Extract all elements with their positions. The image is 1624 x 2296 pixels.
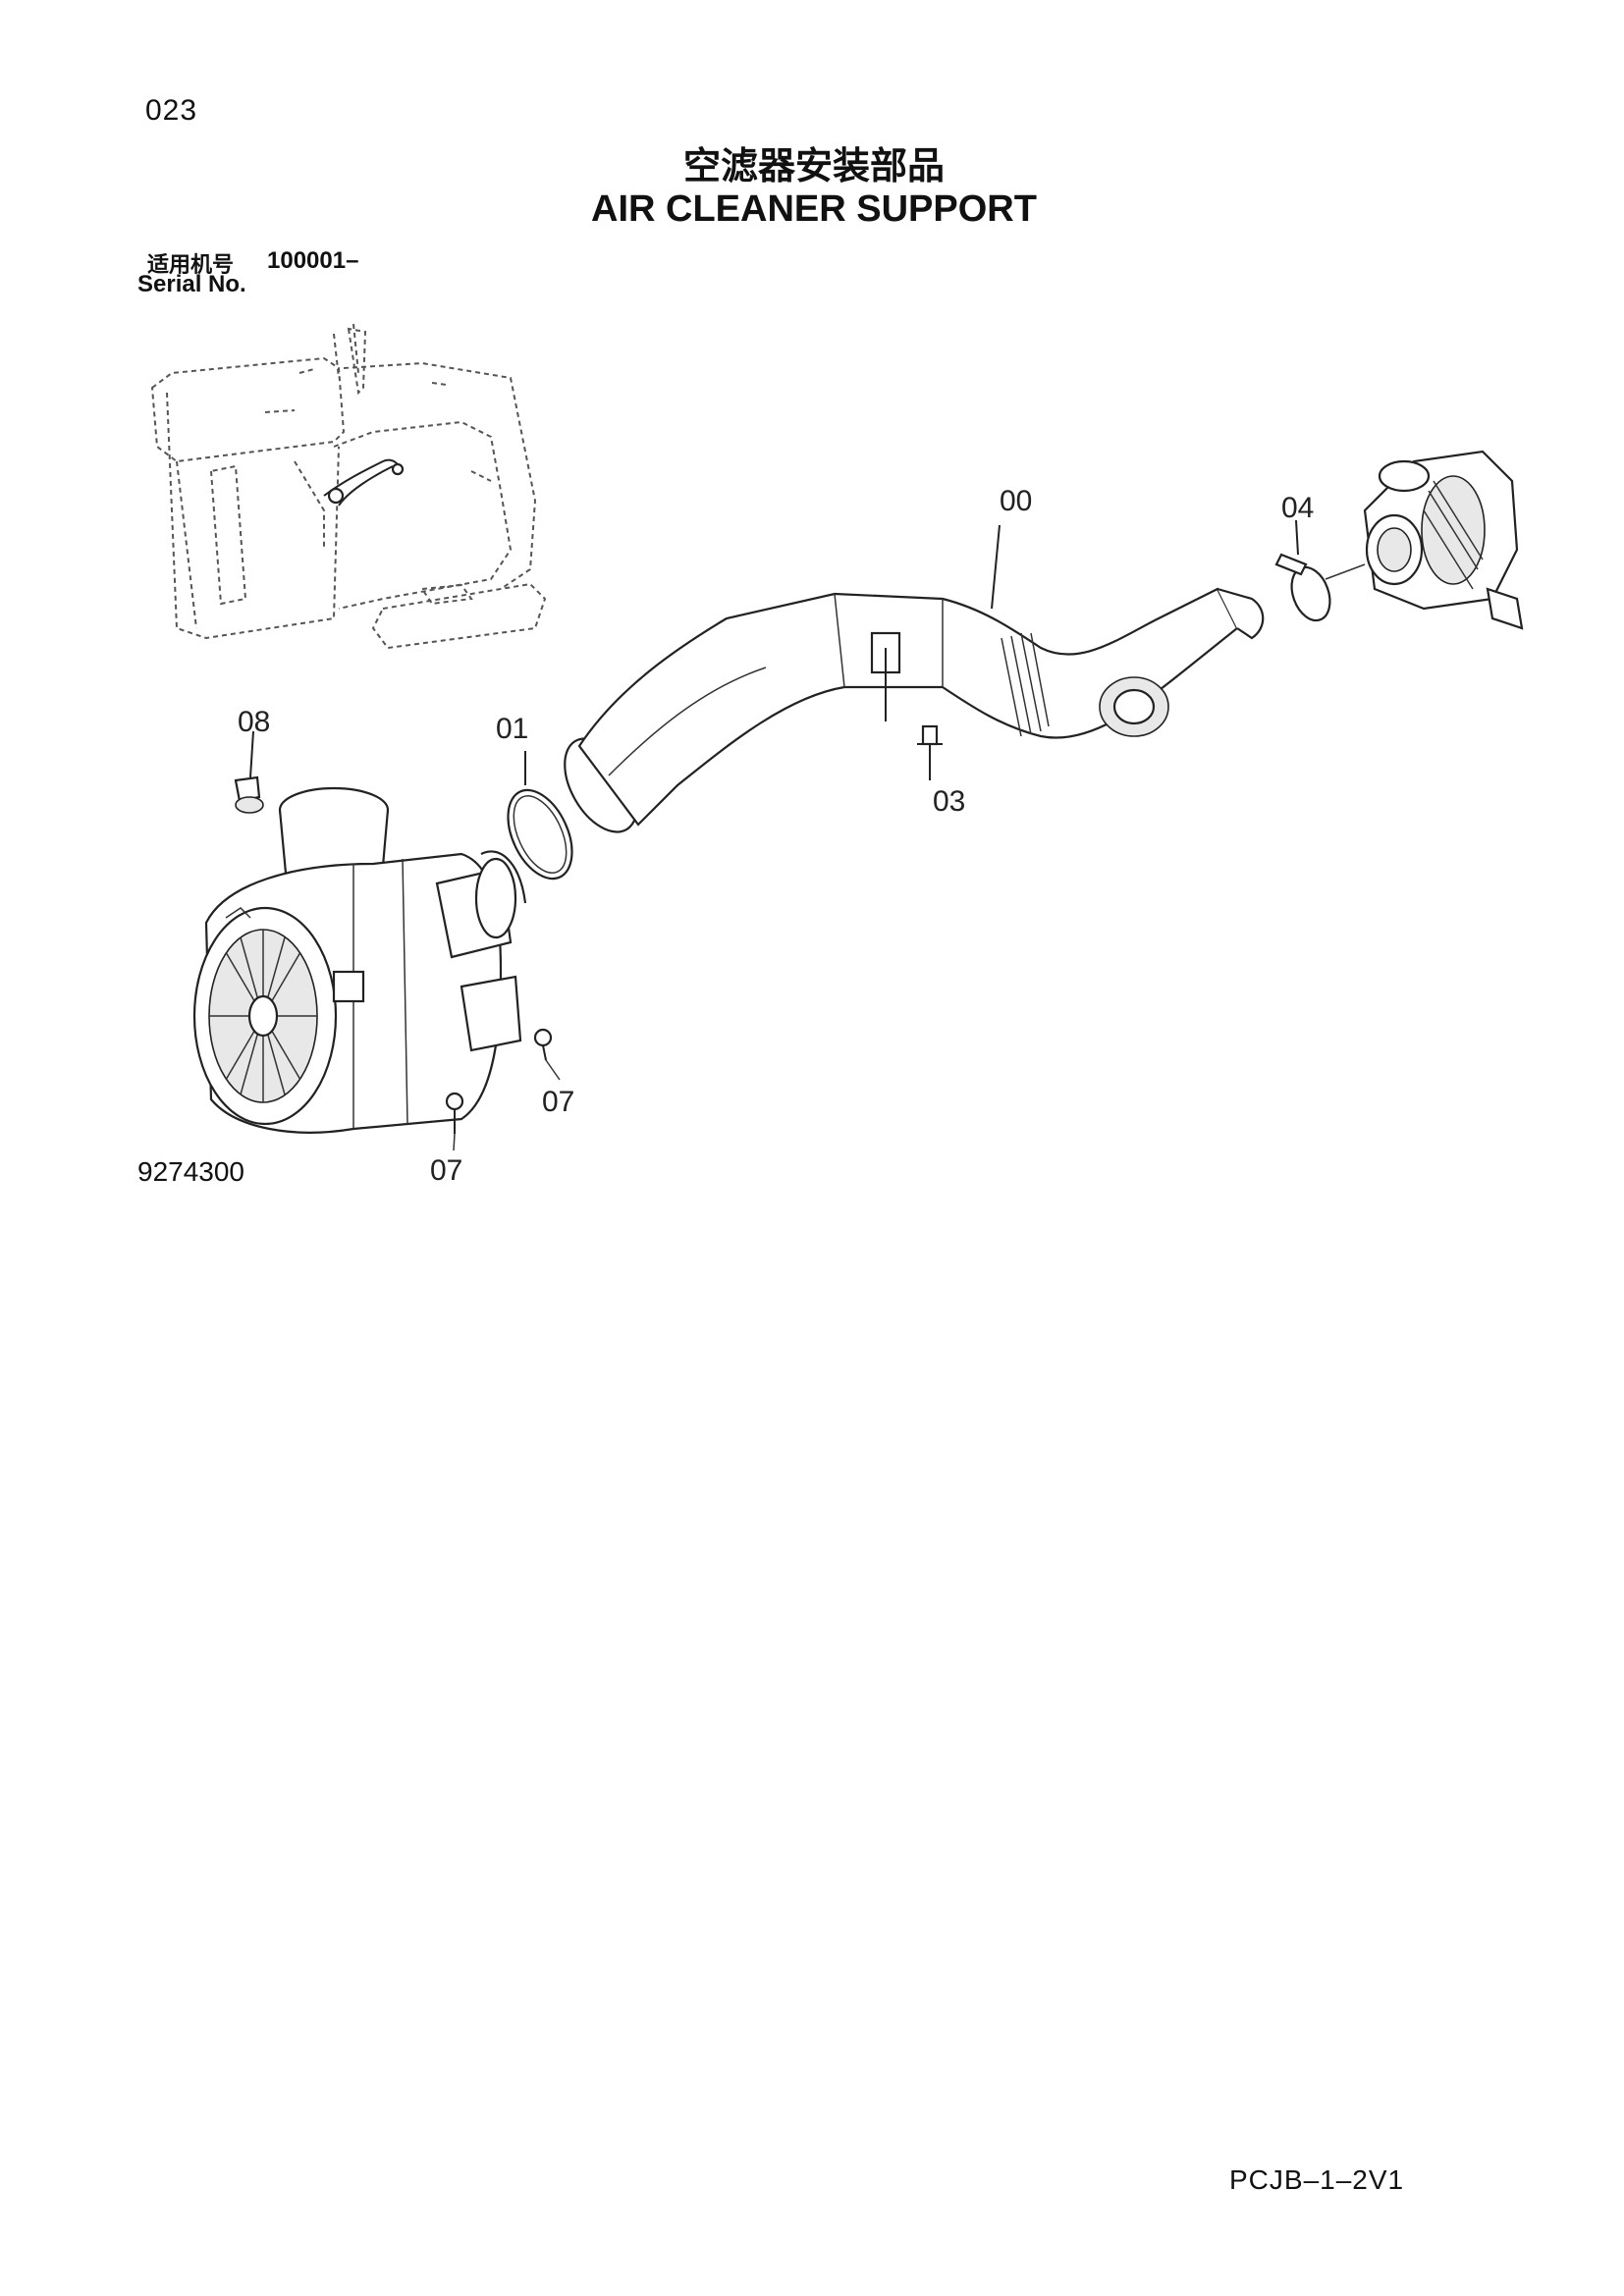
callout-03: 03 <box>933 785 965 818</box>
title-english: AIR CLEANER SUPPORT <box>0 188 1624 231</box>
clamp-04-illustration <box>1274 519 1366 622</box>
machine-overview-illustration <box>150 323 547 650</box>
intake-hose-illustration <box>564 587 1265 833</box>
figure-number: 9274300 <box>137 1156 245 1187</box>
callout-00: 00 <box>1000 485 1032 517</box>
clamp-01-illustration <box>507 751 573 881</box>
serial-range: 100001– <box>267 247 359 274</box>
callout-07-left: 07 <box>430 1154 462 1187</box>
sensor-08-illustration <box>234 730 264 814</box>
turbocharger-illustration <box>1363 450 1524 630</box>
title-chinese: 空滤器安装部品 <box>0 135 1624 189</box>
callout-07-right: 07 <box>542 1086 574 1118</box>
document-code: PCJB–1–2V1 <box>1229 2164 1405 2195</box>
bolt-03-illustration <box>917 724 943 780</box>
callout-08: 08 <box>238 706 270 738</box>
serial-label-english: Serial No. <box>137 271 246 297</box>
callout-04: 04 <box>1281 492 1314 524</box>
bolt-07-illustrations <box>445 1028 561 1151</box>
serial-label-chinese: 适用机号 <box>147 253 235 278</box>
title-english-text: AIR CLEANER SUPPORT <box>591 188 1037 230</box>
air-cleaner-illustration <box>192 786 527 1134</box>
leader-00 <box>991 524 1001 610</box>
page-number: 023 <box>145 94 198 127</box>
title-chinese-text: 空滤器安装部品 <box>682 144 945 187</box>
callout-01: 01 <box>496 713 528 745</box>
